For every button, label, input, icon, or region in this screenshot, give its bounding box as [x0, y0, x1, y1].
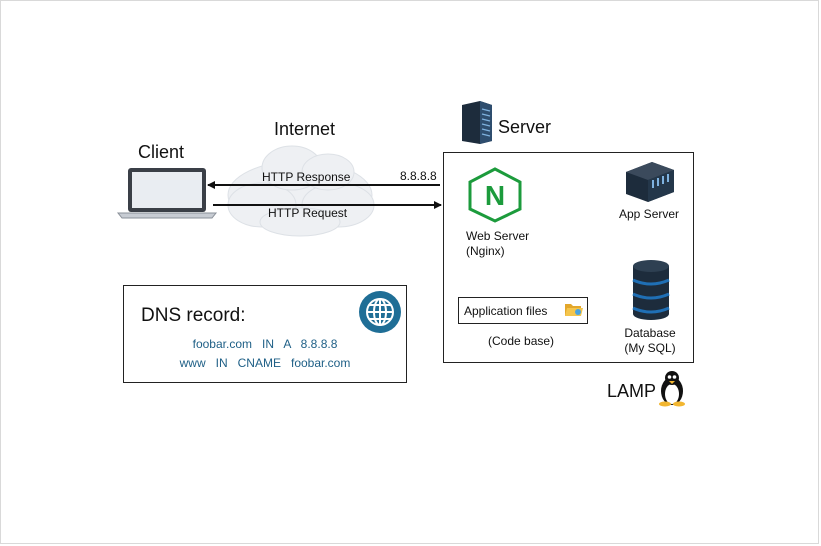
internet-label: Internet [274, 119, 336, 139]
http-response-label: HTTP Response [262, 170, 351, 184]
nginx-icon: N [468, 167, 522, 223]
http-request-label: HTTP Request [268, 206, 348, 220]
database-sublabel: (My SQL) [624, 341, 676, 355]
linux-penguin-icon [659, 371, 685, 407]
web-server-label: Web Server [466, 229, 530, 243]
server-label: Server [498, 117, 552, 137]
dns-line-cname: www IN CNAME foobar.com [179, 356, 351, 370]
globe-icon [359, 291, 401, 333]
server-rack-icon [462, 101, 492, 144]
folder-icon [565, 304, 583, 316]
nginx-letter: N [485, 180, 505, 211]
app-server-label: App Server [619, 207, 680, 221]
lamp-label: LAMP [607, 381, 657, 401]
web-server-sublabel: (Nginx) [466, 244, 505, 258]
dns-title: DNS record: [141, 305, 246, 326]
dns-record-box [123, 285, 407, 383]
dns-line-a: foobar.com IN A 8.8.8.8 [192, 337, 338, 351]
code-base-label: (Code base) [488, 334, 555, 348]
app-server-icon [626, 162, 674, 202]
cloud-icon [227, 145, 375, 237]
database-icon [632, 260, 670, 320]
laptop-icon [116, 168, 218, 219]
ip-address-label: 8.8.8.8 [400, 169, 437, 183]
app-files-label: Application files [464, 304, 548, 318]
database-label: Database [624, 326, 676, 340]
client-label: Client [138, 142, 185, 162]
